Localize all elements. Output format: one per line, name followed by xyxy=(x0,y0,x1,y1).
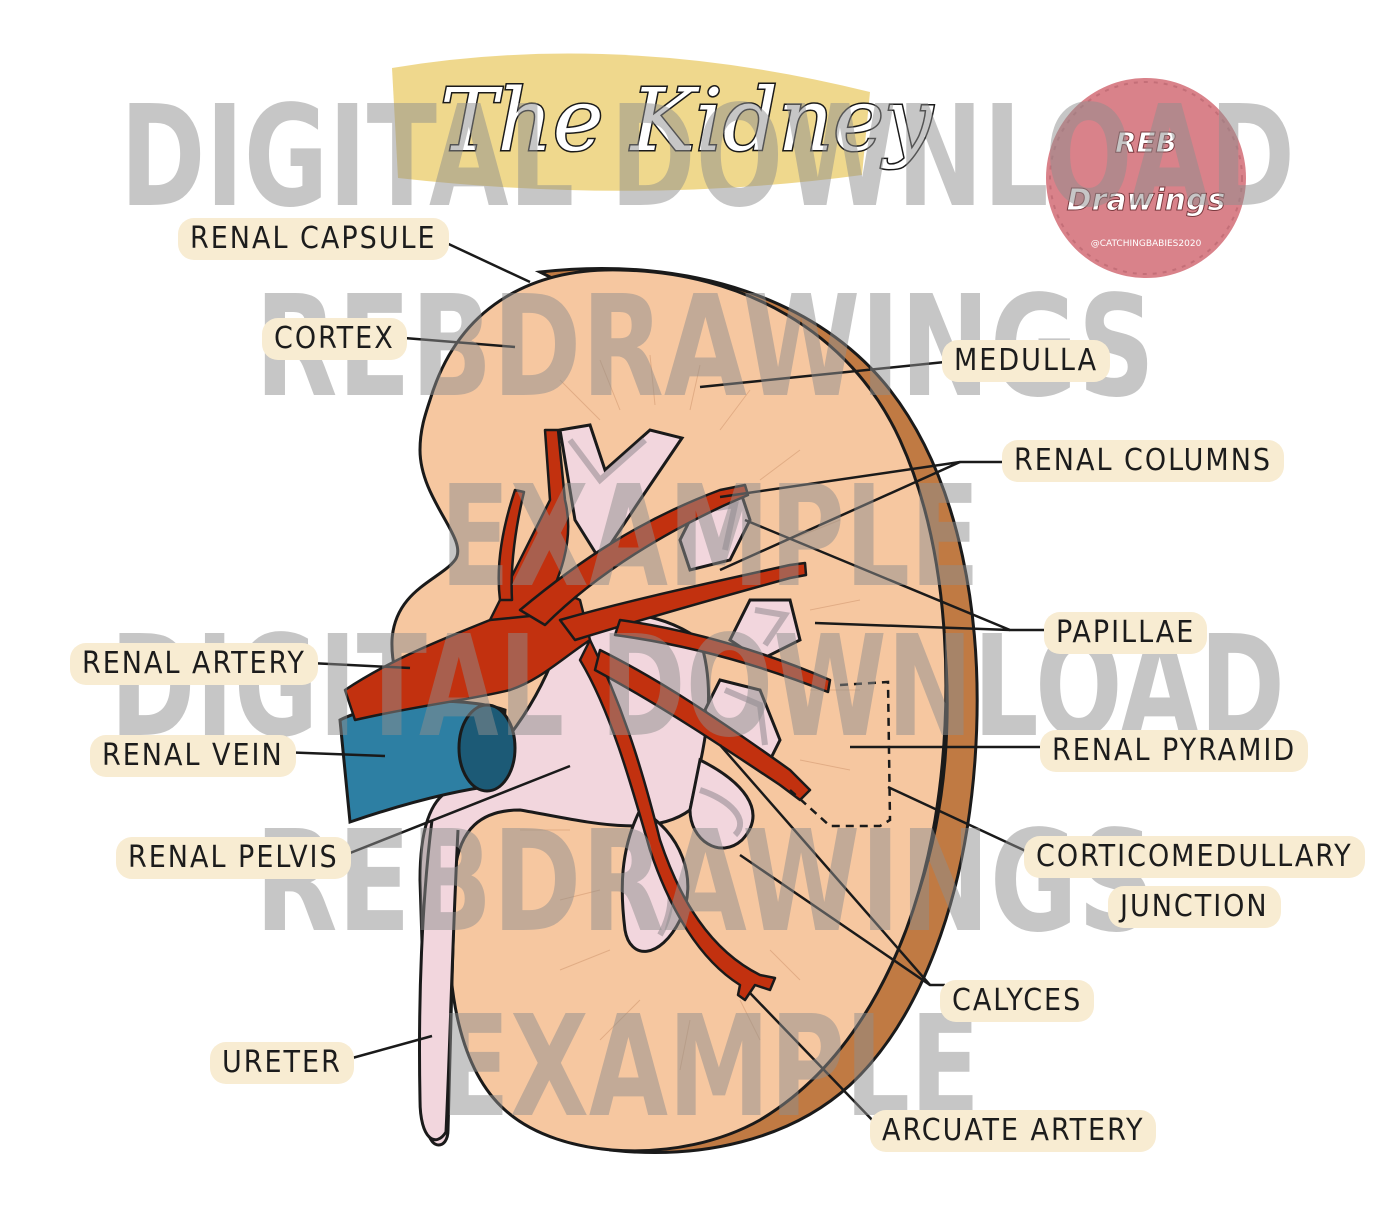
label-renal-pelvis: RENAL PELVIS xyxy=(116,837,351,879)
label-renal-columns: RENAL COLUMNS xyxy=(1002,440,1285,482)
leader-lines xyxy=(279,238,1045,1126)
logo-line1: REB xyxy=(1115,126,1177,159)
artery-branch-mid-right xyxy=(613,618,832,694)
label-corticomedullary: CORTICOMEDULLARY xyxy=(1024,836,1365,878)
logo-line2: Drawings xyxy=(1067,183,1226,218)
label-arcuate-artery: ARCUATE ARTERY xyxy=(870,1110,1157,1152)
label-renal-artery: RENAL ARTERY xyxy=(70,643,318,685)
renal-artery-tree xyxy=(343,428,832,1002)
watermark-line3: EXAMPLE xyxy=(440,456,980,619)
logo-badge xyxy=(1046,78,1246,278)
label-renal-capsule: RENAL CAPSULE xyxy=(178,218,449,260)
title: The Kidney xyxy=(440,71,934,171)
artery-branch-down xyxy=(578,638,777,1002)
label-renal-pyramid: RENAL PYRAMID xyxy=(1040,730,1309,772)
watermark-line1: DIGITAL DOWNLOAD xyxy=(120,76,1295,239)
renal-pyramid-outline xyxy=(789,680,892,828)
label-medulla: MEDULLA xyxy=(942,340,1111,382)
label-calyces: CALYCES xyxy=(940,980,1095,1022)
artery-branch-lower-right xyxy=(593,648,812,802)
logo-inner-ring xyxy=(1049,81,1243,275)
renal-vein xyxy=(338,699,517,825)
label-ureter: URETER xyxy=(210,1042,354,1084)
title-highlight xyxy=(392,53,870,191)
reb-drawings-logo: REB Drawings @CATCHINGBABIES2020 xyxy=(1046,78,1246,278)
artery-branch-small-up xyxy=(497,488,526,602)
logo-handle: @CATCHINGBABIES2020 xyxy=(1091,239,1202,249)
watermark-line5: REBDRAWINGS xyxy=(255,801,1155,964)
label-junction: JUNCTION xyxy=(1108,886,1281,928)
label-cortex: CORTEX xyxy=(262,318,407,360)
medulla-texture xyxy=(519,354,861,1071)
artery-branch-upper-right xyxy=(518,483,750,627)
label-renal-vein: RENAL VEIN xyxy=(90,735,296,777)
label-papillae: PAPILLAE xyxy=(1044,612,1208,654)
calyx-upper xyxy=(558,423,685,563)
calyx-lower xyxy=(620,807,690,953)
ureter xyxy=(418,819,460,1142)
